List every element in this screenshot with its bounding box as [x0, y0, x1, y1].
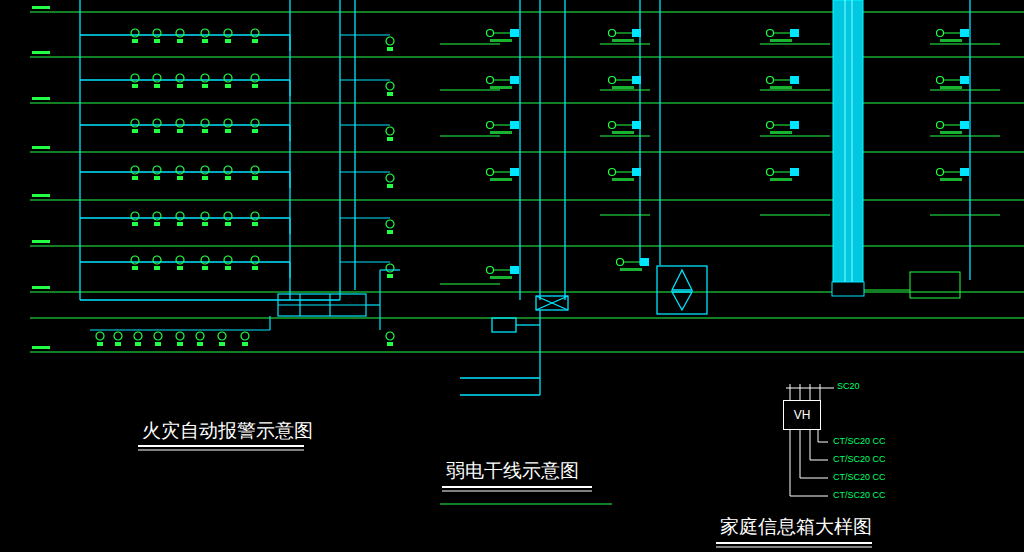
- cable-label: CT/SC20 CC: [832, 472, 887, 482]
- cable-label: CT/SC20 CC: [832, 436, 887, 446]
- cable-label: CT/SC20 CC: [832, 454, 887, 464]
- drawing-title: 弱电干线示意图: [444, 458, 581, 484]
- drawing-title: 火灾自动报警示意图: [140, 418, 315, 444]
- cable-label: CT/SC20 CC: [832, 490, 887, 500]
- info-box: VH: [783, 400, 821, 430]
- box-label: VH: [794, 408, 811, 422]
- cable-label: SC20: [836, 381, 861, 391]
- drawing-title: 家庭信息箱大样图: [718, 514, 874, 540]
